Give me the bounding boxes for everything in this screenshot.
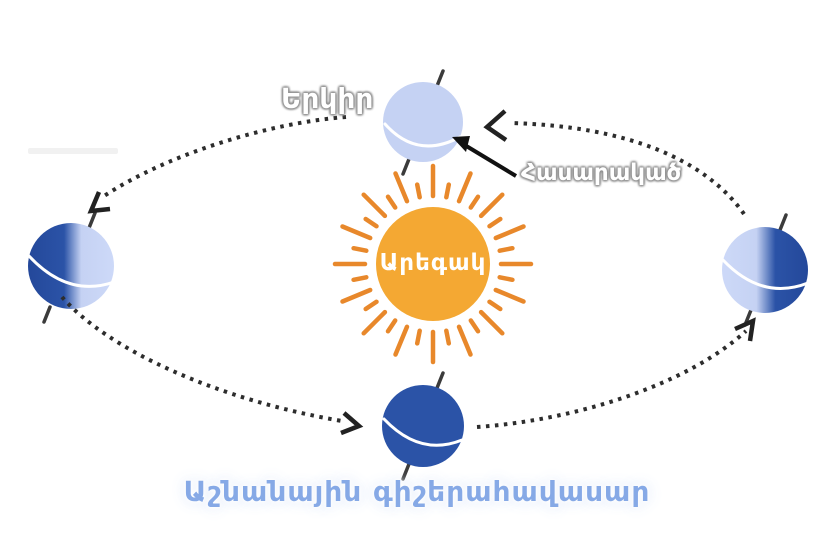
earth-left-equator-line (27, 254, 116, 288)
sun-ray (478, 192, 505, 219)
earth-top-equator-line (383, 122, 462, 148)
sun-label: Արեգակ (379, 250, 487, 276)
sun-ray (487, 299, 503, 312)
sun-ray (351, 245, 369, 253)
earth-bottom-equator-line (382, 417, 464, 447)
sun-ray (456, 171, 473, 204)
sun-ray (497, 245, 515, 253)
sun-ray (385, 318, 398, 334)
sun-ray (393, 324, 410, 357)
sun-icon (332, 163, 534, 365)
sun-ray (351, 275, 369, 283)
sun-ray (468, 194, 481, 210)
sun-ray (487, 216, 503, 229)
orbit-arrowhead-bottom-icon (340, 411, 364, 436)
sun-ray (363, 299, 379, 312)
earth-left-icon (27, 211, 116, 324)
sun-ray (361, 309, 388, 336)
earth-top-icon (383, 69, 463, 176)
sun-ray (493, 224, 526, 241)
earth-top-axis-tick-south (401, 157, 411, 176)
equator-pointer-arrowhead-icon (452, 136, 470, 152)
sun-ray (393, 171, 410, 204)
earth-bottom-globe (382, 385, 464, 467)
equinox-label: Աշնանային գիշերահավասար (183, 475, 651, 508)
earth-right-equator-line (721, 258, 810, 290)
orbit-arc-left-bottom (60, 295, 343, 423)
earth-bottom-axis-tick-south (401, 462, 411, 481)
equator-pointer-arrow (452, 136, 518, 178)
sun-ray (414, 328, 422, 346)
orbit-arrowhead-right-icon (734, 317, 756, 342)
equator-pointer-line (461, 142, 518, 178)
faint-smudge (28, 148, 118, 154)
equator-label: Հասարակած (521, 160, 682, 186)
earth-bottom-icon (382, 371, 464, 481)
orbit-arc-bottom-right (476, 329, 748, 429)
orbit-arc-top-left (102, 115, 347, 198)
earth-right-icon (721, 213, 810, 327)
earth-left-axis-tick-south (42, 305, 52, 324)
sun-ray (444, 182, 452, 200)
earth-right-axis-tick-north (778, 213, 788, 232)
earth-right-globe (722, 227, 808, 313)
orbit-arc-right-top (509, 121, 746, 216)
orbit-arrowhead-top-icon (483, 109, 508, 142)
sun-ray (363, 216, 379, 229)
sun-ray (456, 324, 473, 357)
sun-ray (361, 192, 388, 219)
sun-ray (385, 194, 398, 210)
sun-ray (497, 275, 515, 283)
earth-top-axis-tick-north (435, 69, 445, 88)
sun-ray (468, 318, 481, 334)
sun-ray (493, 287, 526, 304)
sun-rays (332, 163, 534, 365)
earth-left-axis-tick-north (87, 211, 97, 230)
sun-ray (444, 328, 452, 346)
earth-label: Երկիր (281, 82, 374, 115)
sun-disc (376, 207, 490, 321)
earth-bottom-axis-tick-north (435, 371, 445, 390)
sun-ray (340, 224, 373, 241)
sun-ray (340, 287, 373, 304)
sun-ray (478, 309, 505, 336)
earth-top-globe (383, 82, 463, 162)
sun-ray (414, 182, 422, 200)
orbit-arrowhead-left-icon (87, 191, 111, 214)
